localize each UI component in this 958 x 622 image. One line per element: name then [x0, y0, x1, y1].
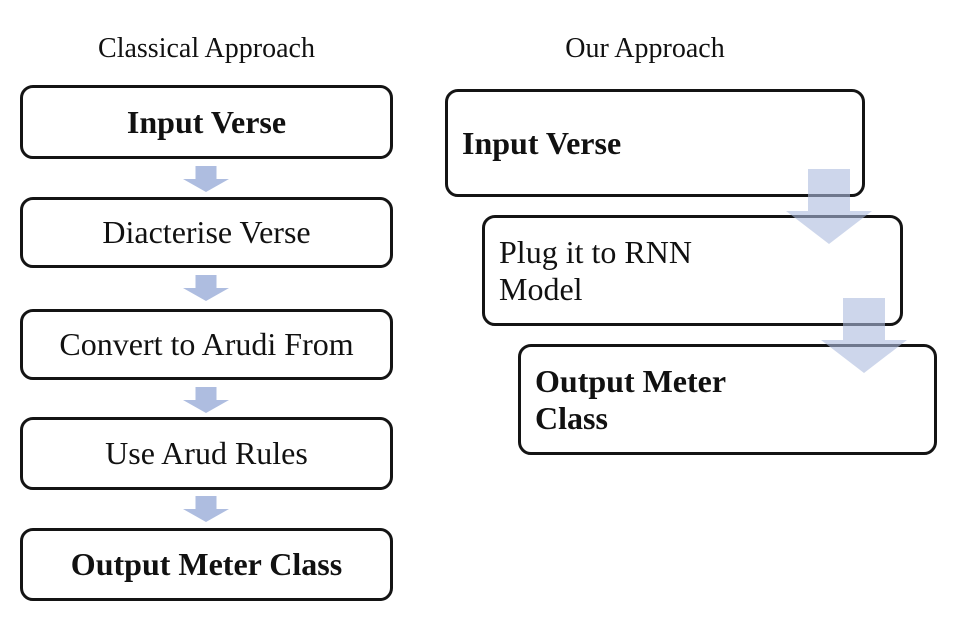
arrow-down-icon — [183, 387, 229, 413]
step-label: Plug it to RNN Model — [499, 233, 692, 307]
classical-step-diacterise-verse: Diacterise Verse — [20, 197, 393, 268]
our-step-output-meter-class: Output Meter Class — [518, 344, 937, 455]
arrow-down-icon — [821, 298, 907, 373]
arrow-down-icon — [786, 169, 872, 244]
arrow-down-icon — [183, 166, 229, 192]
classical-step-output-meter-class: Output Meter Class — [20, 528, 393, 601]
our-approach-title: Our Approach — [565, 33, 725, 64]
arrow-down-icon — [183, 275, 229, 301]
our-step-input-verse: Input Verse — [445, 89, 865, 197]
arrow-down-icon — [183, 496, 229, 522]
step-label: Output Meter Class — [535, 362, 726, 436]
our-step-rnn-model: Plug it to RNN Model — [482, 215, 903, 326]
step-label: Diacterise Verse — [102, 214, 311, 251]
classical-step-convert-arudi: Convert to Arudi From — [20, 309, 393, 380]
step-label: Use Arud Rules — [105, 435, 308, 472]
classical-step-input-verse: Input Verse — [20, 85, 393, 159]
step-label: Output Meter Class — [70, 546, 343, 583]
step-label: Input Verse — [126, 103, 287, 140]
classical-approach-title: Classical Approach — [98, 33, 315, 64]
step-label: Convert to Arudi From — [59, 326, 354, 363]
step-label: Input Verse — [462, 124, 622, 161]
classical-step-arud-rules: Use Arud Rules — [20, 417, 393, 490]
